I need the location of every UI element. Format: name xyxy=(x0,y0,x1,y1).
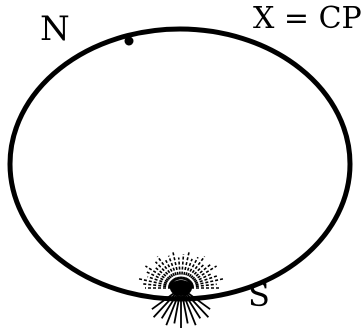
burst-ray-outer xyxy=(152,293,177,318)
burst-core xyxy=(170,280,192,296)
burst-ray-inner xyxy=(183,258,193,281)
burst-ray-inner xyxy=(164,259,178,281)
burst-ray-outer xyxy=(151,291,176,310)
burst-ray-inner xyxy=(138,277,172,287)
burst-ray-inner xyxy=(147,275,172,286)
formula-label: X = CP⁰ xyxy=(253,1,362,36)
burst-ray-inner xyxy=(177,257,182,280)
burst-ray-inner xyxy=(154,261,176,283)
burst-ray-outer xyxy=(183,295,197,326)
north-dot xyxy=(124,36,134,46)
north-label: N xyxy=(40,9,70,49)
burst-ray-outer xyxy=(160,294,178,319)
burst-ray-inner xyxy=(144,265,174,284)
burst-ray-inner xyxy=(184,256,199,281)
burst-ray-outer xyxy=(165,295,179,326)
burst-ray-inner xyxy=(185,255,206,282)
burst-ray-inner xyxy=(190,283,217,288)
burst-ray-outer xyxy=(181,295,189,324)
burst-ray-inner xyxy=(190,277,224,287)
burst-ray-inner xyxy=(167,255,179,281)
burst-ray-inner xyxy=(141,282,172,288)
burst-ray-inner xyxy=(186,263,205,283)
south-burst xyxy=(138,251,224,328)
main-circle xyxy=(7,26,353,302)
burst-ray-outer xyxy=(173,295,181,324)
burst-ray-outer xyxy=(185,293,210,318)
burst-ray-inner xyxy=(188,265,218,284)
burst-ray-inner xyxy=(180,254,185,280)
burst-ray-outer xyxy=(186,291,211,310)
south-label: S xyxy=(248,276,270,314)
burst-ray-inner xyxy=(154,266,175,283)
burst-ray-inner xyxy=(189,272,213,285)
burst-ray-inner xyxy=(156,255,177,282)
burst-ray-outer xyxy=(184,294,202,319)
